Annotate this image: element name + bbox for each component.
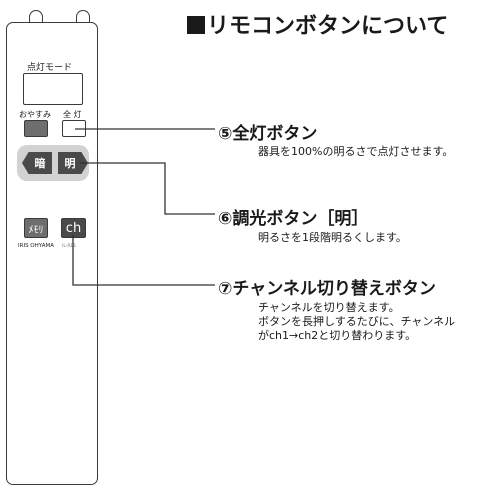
oyasumi-button[interactable] bbox=[24, 120, 48, 137]
remote-clip-left bbox=[29, 10, 43, 24]
ch-label: ch bbox=[65, 220, 82, 236]
callout-ch-desc-line3: がch1→ch2と切り替わります。 bbox=[258, 329, 417, 342]
model-number: IL-RE1 bbox=[62, 244, 77, 249]
remote-clip-right bbox=[76, 10, 90, 24]
brand-logo: IRIS OHYAMA bbox=[18, 243, 54, 249]
oyasumi-label: おやすみ bbox=[19, 110, 51, 119]
dim-up-label: 明 bbox=[64, 157, 76, 170]
callout-ch-desc-line2: ボタンを長押しするたびに、チャンネル bbox=[258, 315, 456, 328]
memory-label: ﾒﾓﾘ bbox=[28, 224, 44, 236]
dim-down-button[interactable]: 暗 bbox=[22, 152, 52, 174]
ch-button[interactable]: ch bbox=[61, 218, 86, 238]
callout-zentou-heading: ⑤全灯ボタン bbox=[218, 124, 318, 144]
zentou-label: 全 灯 bbox=[63, 110, 82, 119]
callout-zentou-desc: 器具を100%の明るさで点灯させます。 bbox=[258, 145, 454, 158]
dim-down-label: 暗 bbox=[34, 157, 46, 170]
mode-label: 点灯モード bbox=[27, 63, 73, 73]
title-square-icon bbox=[187, 16, 205, 34]
page-title-text: リモコンボタンについて bbox=[207, 14, 449, 39]
page-title: リモコンボタンについて bbox=[187, 8, 448, 40]
leader-line-ch bbox=[72, 235, 215, 286]
callout-dim-up-desc: 明るさを1段階明るくします。 bbox=[258, 231, 407, 244]
callout-ch-heading: ⑦チャンネル切り替えボタン bbox=[218, 279, 436, 299]
callout-dim-up-heading: ⑥調光ボタン［明］ bbox=[218, 209, 369, 229]
mode-display bbox=[23, 73, 83, 105]
callout-ch-desc-line1: チャンネルを切り替えます。 bbox=[258, 301, 400, 314]
memory-button[interactable]: ﾒﾓﾘ bbox=[24, 218, 48, 238]
dim-up-button[interactable]: 明 bbox=[58, 152, 88, 174]
leader-line-dim-up bbox=[80, 162, 215, 215]
